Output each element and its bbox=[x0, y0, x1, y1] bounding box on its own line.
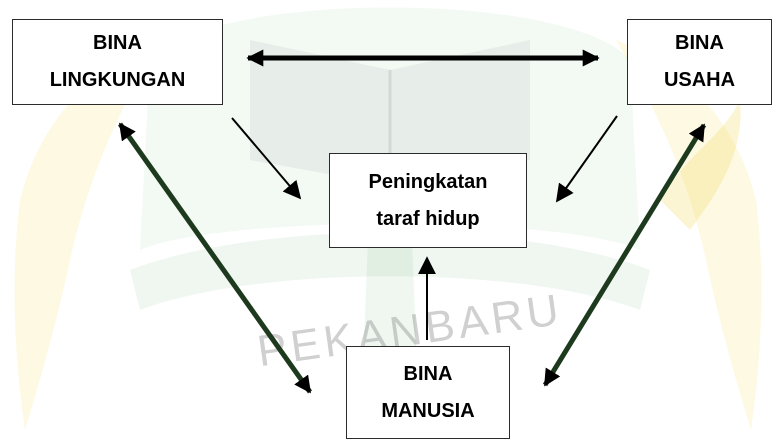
node-bina-manusia-label: BINA MANUSIA bbox=[381, 362, 475, 422]
node-bina-lingkungan: BINA LINGKUNGAN bbox=[12, 19, 223, 105]
node-bina-manusia: BINA MANUSIA bbox=[346, 346, 510, 439]
arrow-lingkungan-to-center bbox=[231, 117, 302, 200]
node-peningkatan-taraf-hidup: Peningkatan taraf hidup bbox=[329, 153, 527, 248]
arrow-usaha-to-center bbox=[555, 115, 618, 203]
arrow-lingkungan-manusia bbox=[117, 122, 313, 394]
node-bina-usaha-label: BINA USAHA bbox=[663, 32, 736, 91]
wheat-sheaf-left bbox=[14, 40, 161, 430]
arrow-usaha-manusia bbox=[542, 123, 707, 387]
node-bina-usaha: BINA USAHA bbox=[627, 19, 772, 105]
node-bina-lingkungan-label: BINA LINGKUNGAN bbox=[49, 32, 186, 91]
node-peningkatan-taraf-hidup-label: Peningkatan taraf hidup bbox=[368, 170, 488, 230]
wheat-sheaf-right bbox=[616, 40, 762, 430]
open-book bbox=[250, 40, 530, 185]
